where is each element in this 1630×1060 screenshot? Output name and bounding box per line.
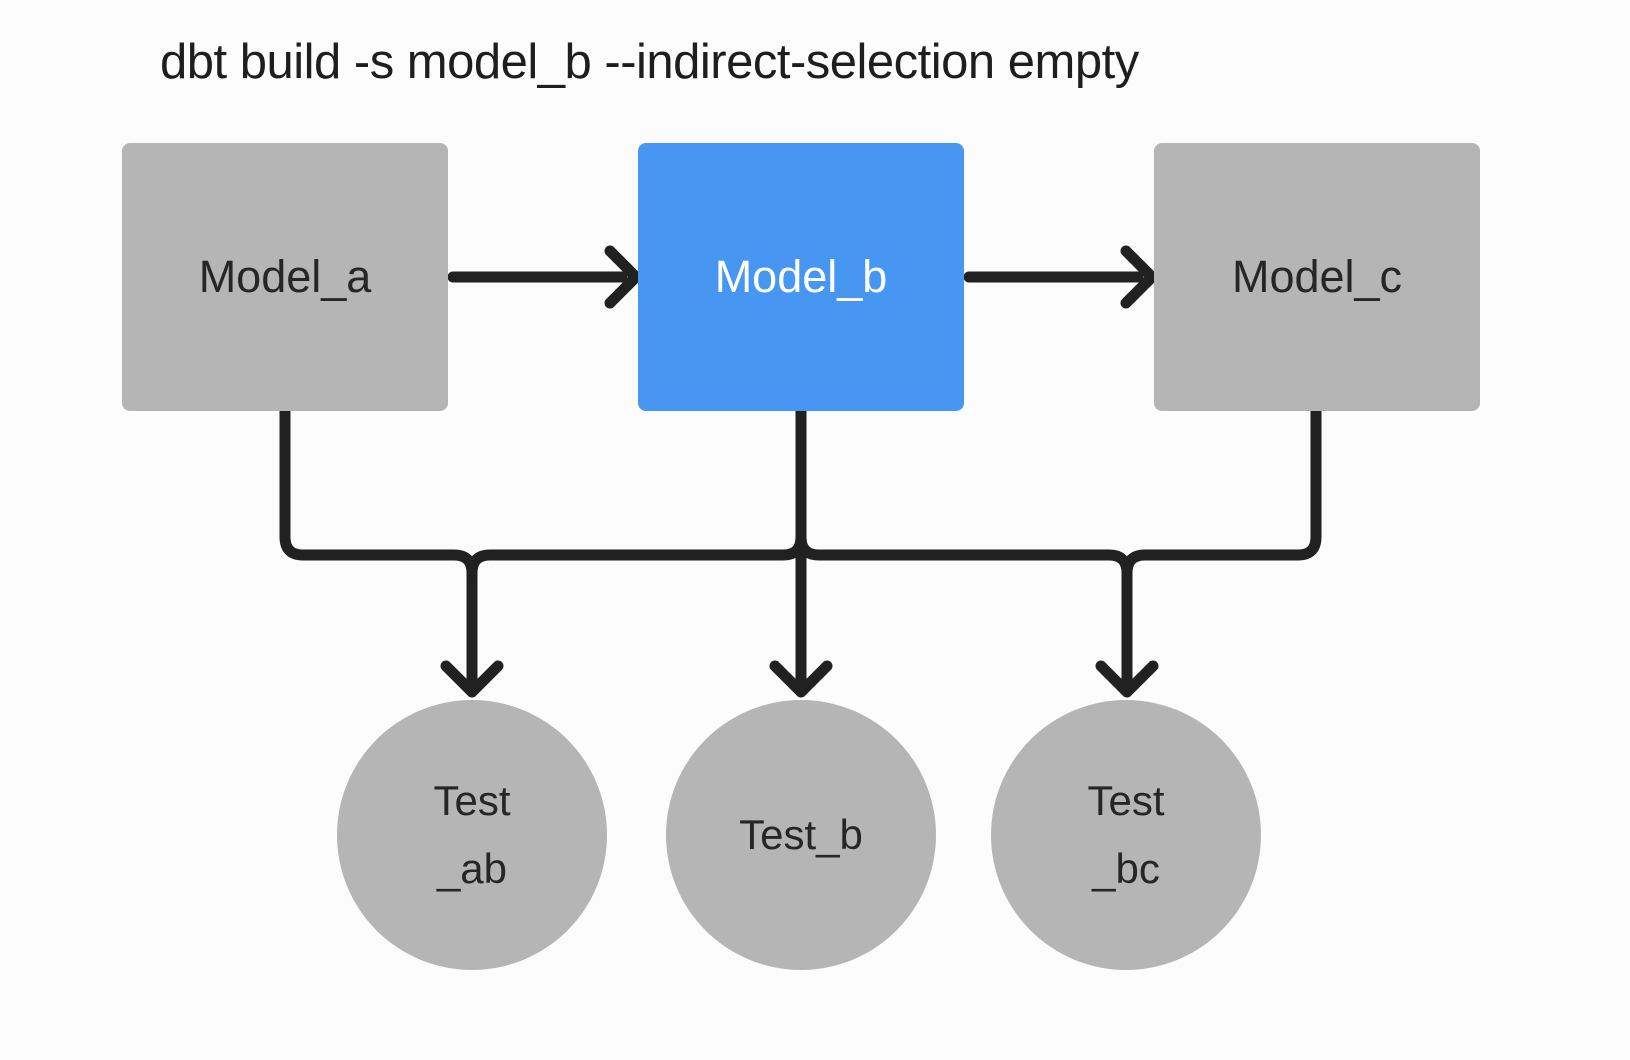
node-test-bc-label-line2: _bc (1092, 845, 1160, 892)
bus-segment-test-ab-to-model-b (466, 531, 807, 579)
node-model-c: Model_c (1154, 143, 1480, 411)
node-test-bc: Test _bc (991, 700, 1261, 970)
node-test-ab: Test _ab (337, 700, 607, 970)
node-test-b: Test_b (666, 700, 936, 970)
node-test-bc-label-line1: Test (1087, 776, 1165, 824)
edge-model-a-to-test-ab (279, 405, 504, 698)
node-model-c-label: Model_c (1231, 251, 1403, 302)
node-model-a: Model_a (122, 143, 448, 411)
node-model-b-selected: Model_b (638, 143, 964, 411)
node-test-b-label-line1: Test_b (739, 810, 863, 858)
node-test-ab-label-line1: Test (433, 776, 511, 824)
node-test-ab-label-line2: _ab (436, 845, 508, 892)
edge-model-b-to-model-c (963, 245, 1158, 309)
edge-model-a-to-model-b (447, 245, 642, 309)
command-title: dbt build -s model_b --indirect-selectio… (160, 35, 1139, 89)
node-model-a-label: Model_a (198, 251, 372, 302)
bus-segment-model-b-to-test-bc (795, 531, 1159, 698)
edge-model-c-to-test-bc (1121, 405, 1322, 579)
node-model-b-label: Model_b (714, 251, 888, 302)
